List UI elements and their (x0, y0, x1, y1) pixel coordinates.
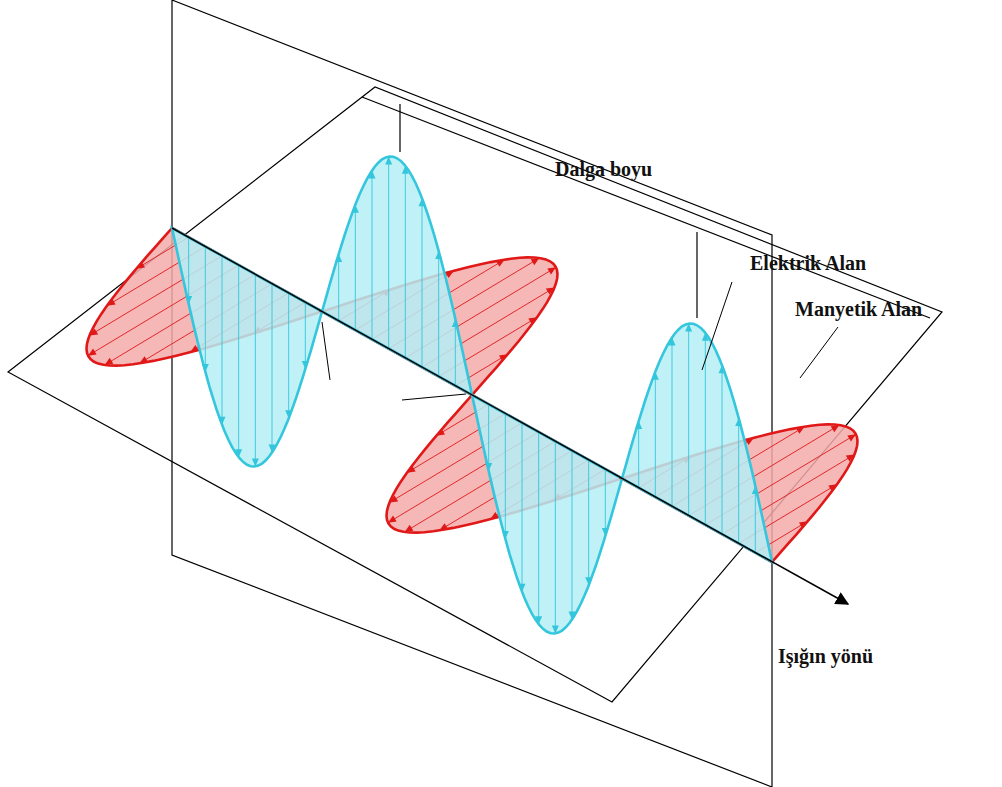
electric-field-fill (172, 228, 322, 467)
electric-field-vector (572, 451, 573, 620)
electric-field-vector (272, 284, 273, 453)
electric-field-vector (555, 441, 556, 633)
electric-field-vector (372, 170, 373, 339)
electric-field-curve (172, 228, 322, 467)
leader-line (702, 282, 732, 370)
electric-field-vector (205, 247, 206, 372)
electric-field-vector (305, 302, 306, 369)
magnetic-field-arrowhead (388, 516, 397, 523)
leader-line (402, 394, 466, 400)
electric-field-vector (688, 324, 689, 516)
horizontal-plane (8, 87, 942, 702)
propagation-axis (172, 228, 848, 604)
electric-field-fill (472, 395, 622, 634)
magnetic-field-arrowhead (547, 267, 556, 274)
electric-field-vector (222, 256, 223, 425)
electric-field-vector (488, 404, 489, 471)
electric-field-vector (338, 254, 339, 321)
electric-field-vector (538, 432, 539, 624)
electric-field-vector (255, 274, 256, 466)
electric-field-vector (638, 421, 639, 488)
electric-field-curve (322, 157, 472, 396)
electric-field-vector (655, 372, 656, 497)
electric-field-label: Elektrik Alan (748, 252, 868, 274)
electric-field-vector (672, 337, 673, 506)
electric-field-vector (288, 293, 289, 418)
electric-field-vector (522, 423, 523, 592)
electric-field-vector (755, 486, 756, 553)
electric-field-fill (622, 324, 772, 563)
electric-field-vector (438, 251, 439, 376)
electric-field-vector (388, 157, 389, 349)
wavelength-label: Dalga boyu (553, 158, 654, 180)
electric-field-vector (238, 265, 239, 457)
magnetic-field-arrowhead (88, 349, 97, 356)
electric-field-vector (505, 414, 506, 539)
electric-field-curve (622, 324, 772, 563)
field-waves (87, 157, 858, 634)
wavelength-tick (696, 232, 697, 318)
magnetic-field-arrowhead (847, 434, 856, 441)
leader-line (800, 327, 838, 378)
electric-field-vector (188, 237, 189, 304)
electric-field-vector (355, 205, 356, 330)
direction-label: Işığın yönü (776, 645, 875, 667)
electric-field-vector (738, 418, 739, 543)
electric-field-vector (405, 166, 406, 358)
wavelength-tick (399, 104, 400, 152)
electric-field-vector (422, 198, 423, 367)
electric-field-vector (605, 469, 606, 536)
electric-field-fill (322, 157, 472, 396)
electric-field-vector (455, 319, 456, 386)
electric-field-vector (722, 365, 723, 534)
leader-line (322, 322, 330, 380)
magnetic-field-label: Manyetik Alan (793, 298, 924, 320)
electric-field-vector (588, 460, 589, 585)
vertical-plane (172, 0, 772, 787)
electric-field-curve (472, 395, 622, 634)
